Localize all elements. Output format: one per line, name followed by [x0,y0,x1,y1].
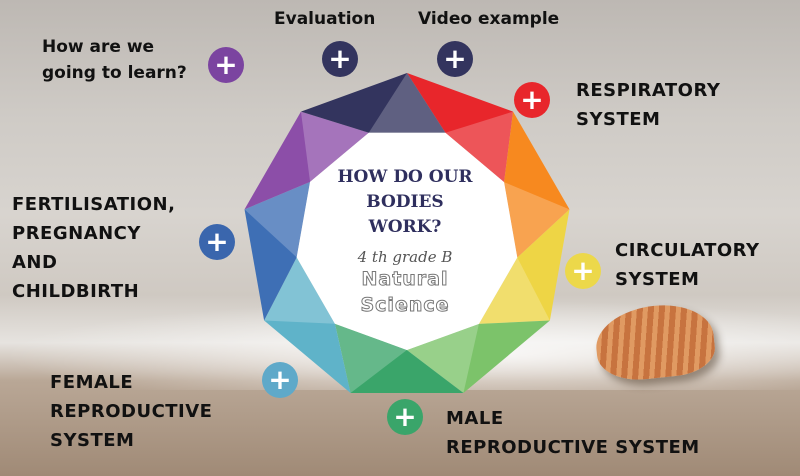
label-line: SYSTEM [50,430,135,451]
nonagon-segment-shade [406,323,479,394]
label-line: REPRODUCTIVE [50,401,213,422]
label-line: Evaluation [274,9,376,29]
nonagon-segment-shade [368,73,446,133]
main-title-line: WORK? [368,217,442,237]
label-how-learn: How are we going to learn? [42,34,187,86]
plus-icon: + [443,42,467,75]
nonagon-segment [478,209,570,324]
label-line: CIRCULATORY [615,240,760,261]
hotspot-female-reproductive-button[interactable]: + [262,362,298,398]
grade-label: 4 th grade B [357,248,453,266]
hotspot-how-learn-button[interactable]: + [208,47,244,83]
nonagon-segment-shade [244,181,311,258]
hotspot-video-example-button[interactable]: + [437,41,473,77]
plus-icon: + [328,42,352,75]
hotspot-respiratory-button[interactable]: + [514,82,550,118]
plus-icon: + [393,400,417,433]
label-line: FERTILISATION, [12,194,176,215]
hotspot-circulatory-button[interactable]: + [565,253,601,289]
nonagon-segment-shade [334,323,407,394]
hotspot-evaluation-button[interactable]: + [322,41,358,77]
plus-icon: + [571,254,595,287]
label-female-reproductive: FEMALE REPRODUCTIVE SYSTEM [50,368,212,455]
label-line: RESPIRATORY [576,80,721,101]
hotspot-fertilisation-button[interactable]: + [199,224,235,260]
label-line: How are we [42,37,155,57]
subject-line: Science [360,294,450,317]
plus-icon: + [268,363,292,396]
label-line: Video example [418,9,560,29]
plus-icon: + [205,225,229,258]
nonagon-segment [300,73,446,133]
label-respiratory: RESPIRATORY SYSTEM [576,76,720,134]
main-title-line: HOW DO OUR [337,167,473,187]
nonagon-segment [244,111,369,210]
label-line: SYSTEM [615,269,700,290]
center-title-block: HOW DO OUR BODIES WORK? 4 th grade B Nat… [315,165,495,318]
label-line: SYSTEM [576,109,661,130]
label-video-example: Video example [418,6,559,32]
nonagon-segment-shade [478,257,550,324]
main-title-line: BODIES [366,192,444,212]
nonagon-segment-shade [504,182,570,258]
nonagon-center [296,132,518,350]
plus-icon: + [520,83,544,116]
label-line: CHILDBIRTH [12,281,140,302]
hotspot-male-reproductive-button[interactable]: + [387,399,423,435]
label-line: going to learn? [42,63,187,83]
label-line: AND [12,252,58,273]
nonagon-segment [407,73,514,183]
label-line: FEMALE [50,372,134,393]
nonagon-segment [334,323,464,394]
subject-line: Natural [361,268,449,291]
nonagon-segment [264,257,351,394]
label-fertilisation: FERTILISATION, PREGNANCY AND CHILDBIRTH [12,190,175,306]
nonagon-segment [406,320,550,394]
nonagon-segment-shade [264,257,335,324]
label-evaluation: Evaluation [274,6,375,32]
label-circulatory: CIRCULATORY SYSTEM [615,236,760,294]
nonagon-segment [244,181,311,321]
nonagon-segment-shade [445,111,514,183]
nonagon-segment-shade [300,111,369,182]
label-line: MALE [446,408,504,429]
label-line: REPRODUCTIVE SYSTEM [446,437,700,458]
label-line: PREGNANCY [12,223,141,244]
plus-icon: + [214,48,238,81]
label-male-reproductive: MALE REPRODUCTIVE SYSTEM [446,404,700,462]
nonagon-segment [504,111,570,258]
